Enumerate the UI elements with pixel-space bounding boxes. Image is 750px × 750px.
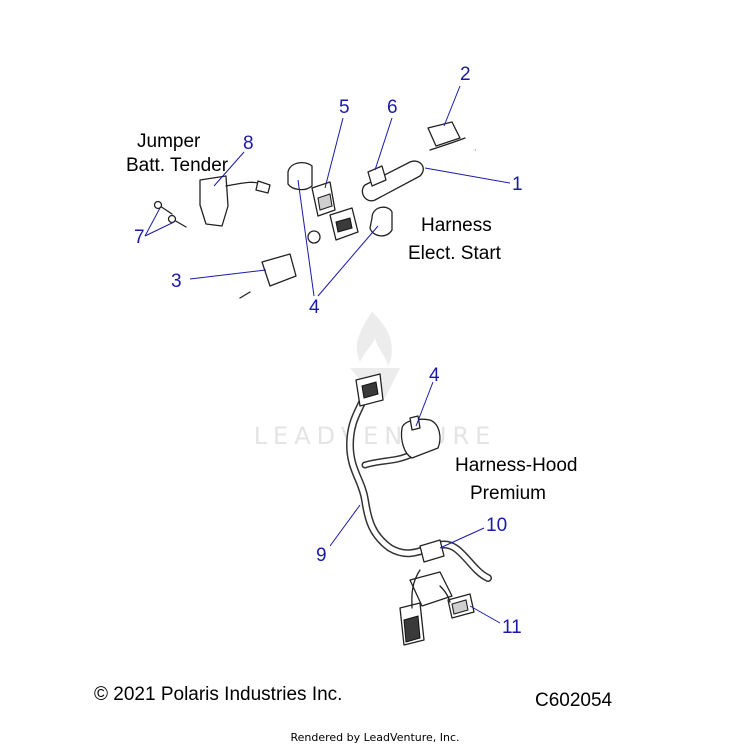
hood-top-connector-pins <box>361 381 379 399</box>
rendered-by-credit: Rendered by LeadVenture, Inc. <box>290 731 460 744</box>
harness-connector <box>367 165 387 187</box>
label-premium: Premium <box>470 483 546 504</box>
hood-clip <box>419 539 445 563</box>
hood-switch-module-face <box>451 599 469 615</box>
leader-4a <box>297 179 315 297</box>
label-elect-start: Elect. Start <box>408 243 502 264</box>
jumper-terminal <box>255 180 271 194</box>
screw-lower-head <box>167 214 177 224</box>
label-jumper: Jumper <box>137 131 201 152</box>
screw-upper-head <box>153 200 163 210</box>
watermark-logo-mark <box>350 368 400 398</box>
leadventure-watermark: LEADVENTURE <box>254 312 497 450</box>
callout-11: 11 <box>502 617 522 638</box>
leader-1 <box>424 167 511 184</box>
hood-cover-tab <box>409 415 421 431</box>
lower-callouts: 4 10 9 11 <box>316 365 522 638</box>
hood-harness-branch-highlight <box>363 453 412 467</box>
harness-grommet <box>307 230 321 244</box>
screw-upper <box>159 205 173 215</box>
label-harness: Harness <box>421 215 492 236</box>
watermark-flame-icon <box>356 312 392 366</box>
leader-4-lower <box>415 381 434 427</box>
end-connector <box>261 253 297 287</box>
harness-conduit <box>361 160 424 202</box>
callout-9: 9 <box>316 545 327 566</box>
callout-7: 7 <box>134 227 145 248</box>
watermark-text: LEADVENTURE <box>254 422 497 450</box>
relay-connector-face <box>317 193 333 211</box>
callout-1: 1 <box>512 174 523 195</box>
leader-10 <box>439 527 485 549</box>
leader-9 <box>329 504 361 547</box>
hood-lower-plug-body <box>403 615 421 643</box>
copyright-notice: © 2021 Polaris Industries Inc. <box>94 684 343 705</box>
label-harness-hood: Harness-Hood <box>455 455 578 476</box>
hood-pigtail <box>411 569 421 609</box>
hood-lower-connector <box>409 571 453 607</box>
leader-3 <box>189 269 267 280</box>
hood-harness-trunk-highlight <box>347 392 491 581</box>
leader-11 <box>469 605 501 624</box>
leader-7a <box>144 207 161 237</box>
end-pigtail <box>239 291 251 299</box>
callout-3: 3 <box>171 271 182 292</box>
callout-6: 6 <box>387 97 398 118</box>
callout-5: 5 <box>339 97 350 118</box>
leader-4b <box>317 225 379 297</box>
leader-2 <box>443 85 461 127</box>
leader-8 <box>213 151 245 187</box>
hood-switch-wire <box>439 585 451 603</box>
jumper-bracket <box>199 175 229 227</box>
upper-leader-lines <box>144 85 511 297</box>
hood-connector-cover <box>400 418 441 459</box>
callout-2: 2 <box>460 64 471 85</box>
figure-code: C602054 <box>535 690 613 711</box>
leader-6 <box>374 117 393 171</box>
upper-harness-assembly <box>153 121 476 299</box>
lower-leader-lines <box>329 381 501 624</box>
leader-5 <box>324 117 344 189</box>
callout-4-upper: 4 <box>309 297 320 318</box>
harness-bracket <box>427 121 461 147</box>
bracket-wire <box>429 137 466 151</box>
upper-callouts: 2 5 6 8 1 7 3 4 <box>134 64 523 318</box>
lower-labels: Harness-Hood Premium <box>455 455 578 504</box>
upper-labels: Jumper Batt. Tender Harness Elect. Start <box>126 131 502 264</box>
callout-8: 8 <box>243 133 254 154</box>
connector-cover-left <box>287 161 313 191</box>
leader-7b <box>144 221 175 237</box>
callout-4-lower: 4 <box>429 365 440 386</box>
callout-10: 10 <box>486 515 507 536</box>
screw-lower <box>173 219 187 228</box>
label-batt-tender: Batt. Tender <box>126 155 229 176</box>
central-connector-pins <box>335 217 353 233</box>
lower-harness-assembly <box>345 373 492 646</box>
